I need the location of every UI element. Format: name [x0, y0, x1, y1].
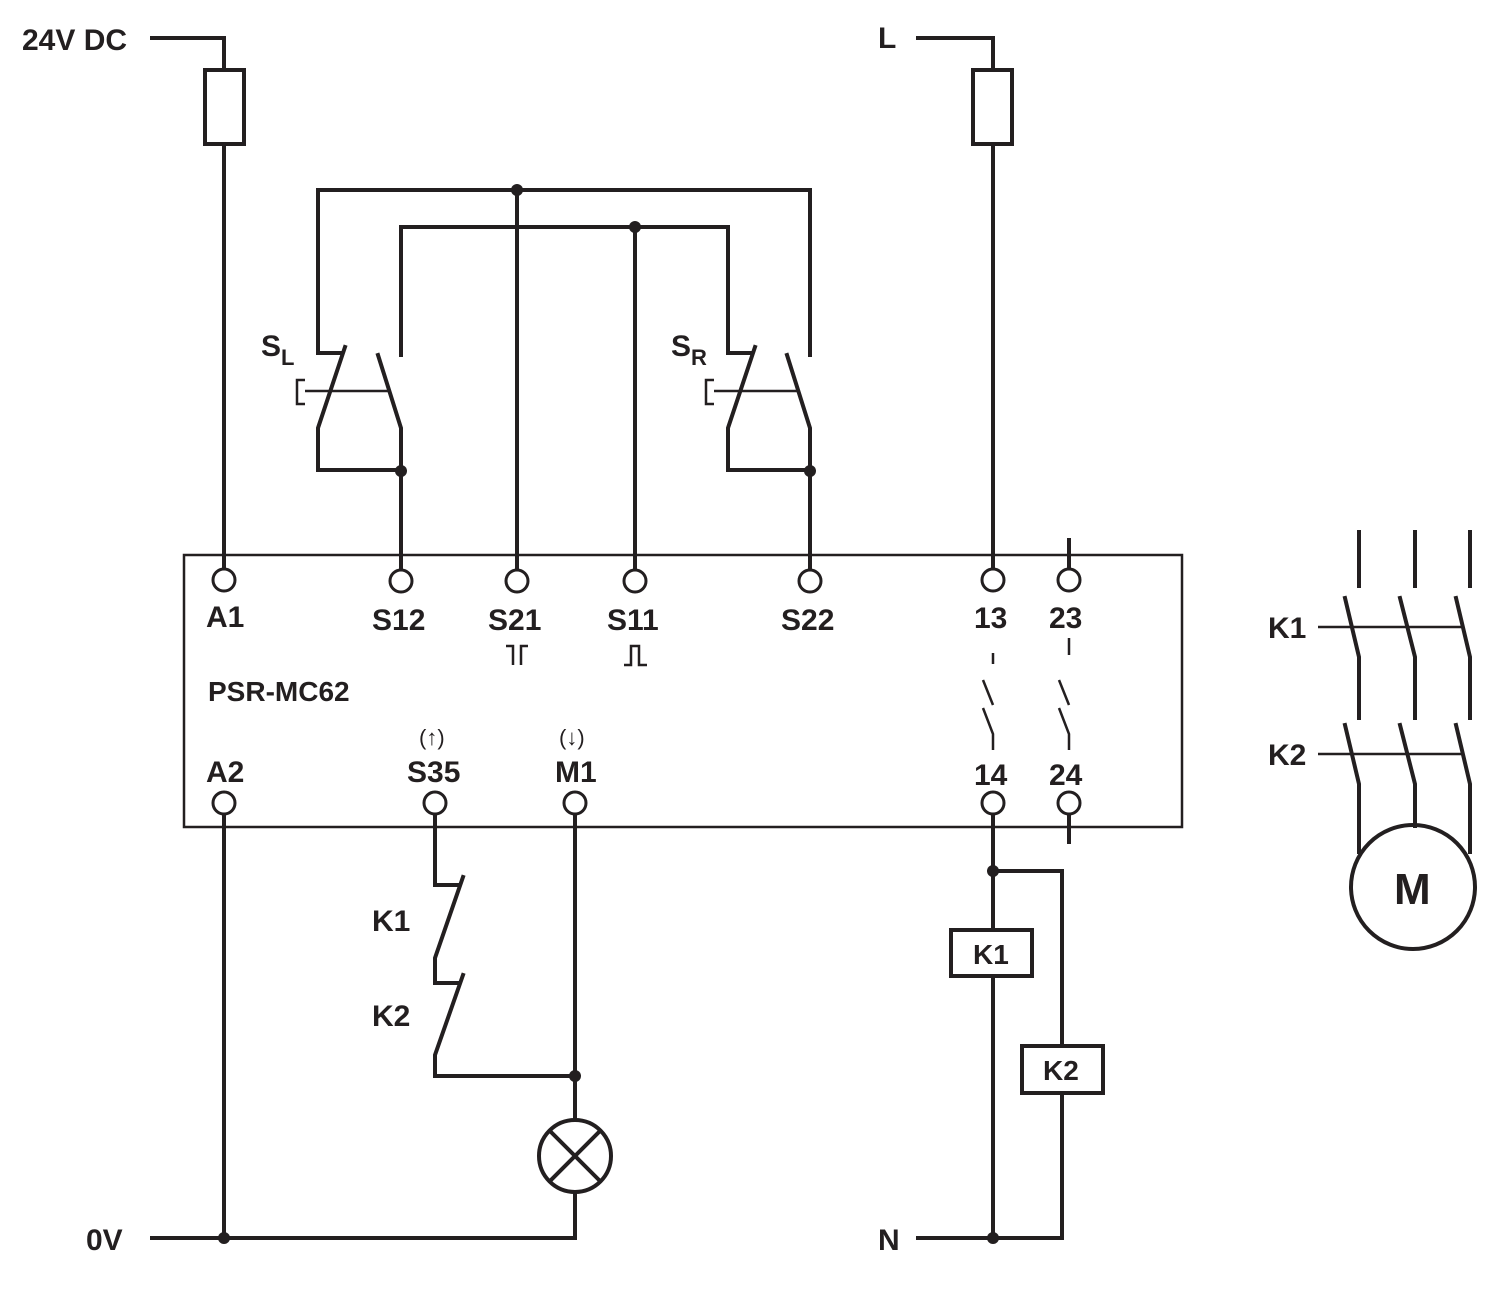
terminal-a1[interactable]	[211, 567, 237, 593]
terminal-s11-label: S11	[607, 604, 659, 637]
supply-n-label: N	[878, 1224, 900, 1257]
device-box	[182, 553, 1184, 829]
switch-sr-label: SR	[671, 330, 707, 370]
switch-sl-label: SL	[261, 330, 294, 370]
s21-pulse-icon	[506, 644, 528, 665]
motor-contact-k1-label: K1	[1268, 612, 1306, 645]
feedback-k1-label: K1	[372, 905, 410, 938]
motor-contact-k2-label: K2	[1268, 739, 1306, 772]
zero-volt-wire	[150, 813, 577, 1244]
terminal-s11[interactable]	[622, 568, 648, 594]
supply-0v-label: 0V	[86, 1224, 123, 1257]
motor-icon	[1349, 823, 1477, 951]
coil-k2	[1020, 1044, 1105, 1095]
terminal-23[interactable]	[1056, 567, 1082, 593]
switch-sr	[704, 344, 816, 570]
ac-fuse	[971, 68, 1014, 146]
terminal-a2-label: A2	[206, 756, 244, 789]
terminal-24[interactable]	[1056, 790, 1082, 816]
terminal-13[interactable]	[980, 567, 1006, 593]
terminal-a1-label: A1	[206, 601, 244, 634]
coil-k1-label: K1	[973, 939, 1009, 970]
top-bus-wiring	[316, 184, 812, 570]
terminal-s12-label: S12	[372, 604, 425, 637]
supply-l-label: L	[878, 22, 896, 55]
terminal-s21[interactable]	[504, 568, 530, 594]
dc-supply-wire	[150, 36, 246, 570]
terminal-m1[interactable]	[562, 790, 588, 816]
internal-contacts-13-14	[981, 653, 995, 750]
s35-marker: (↑)	[419, 725, 445, 750]
terminal-14[interactable]	[980, 790, 1006, 816]
device-name: PSR-MC62	[208, 676, 350, 707]
terminal-s22[interactable]	[797, 568, 823, 594]
indicator-lamp-icon	[537, 1118, 613, 1194]
s11-pulse-icon	[624, 644, 647, 667]
terminal-14-label: 14	[974, 759, 1008, 792]
terminal-s35[interactable]	[422, 790, 448, 816]
terminal-s35-label: S35	[407, 756, 460, 789]
m1-marker: (↓)	[559, 725, 585, 750]
coil-wiring	[916, 813, 1064, 1244]
terminal-s12[interactable]	[388, 568, 414, 594]
internal-contacts-23-24	[1057, 638, 1071, 750]
terminal-m1-label: M1	[555, 756, 597, 789]
ac-supply-wire	[916, 36, 1014, 570]
terminal-24-label: 24	[1049, 759, 1083, 792]
terminal-23-label: 23	[1049, 602, 1082, 635]
supply-24v-label: 24V DC	[22, 24, 127, 57]
dc-fuse	[203, 68, 246, 146]
motor-contacts	[1318, 530, 1472, 854]
switch-sl	[295, 344, 407, 570]
terminal-s22-label: S22	[781, 604, 834, 637]
terminal-13-label: 13	[974, 602, 1007, 635]
terminal-a2[interactable]	[211, 790, 237, 816]
feedback-k2-label: K2	[372, 1000, 410, 1033]
coil-k2-label: K2	[1043, 1055, 1079, 1086]
coil-k1	[949, 928, 1034, 978]
terminal-s21-label: S21	[488, 604, 541, 637]
feedback-contacts	[433, 813, 581, 1082]
motor-label: M	[1394, 865, 1431, 914]
